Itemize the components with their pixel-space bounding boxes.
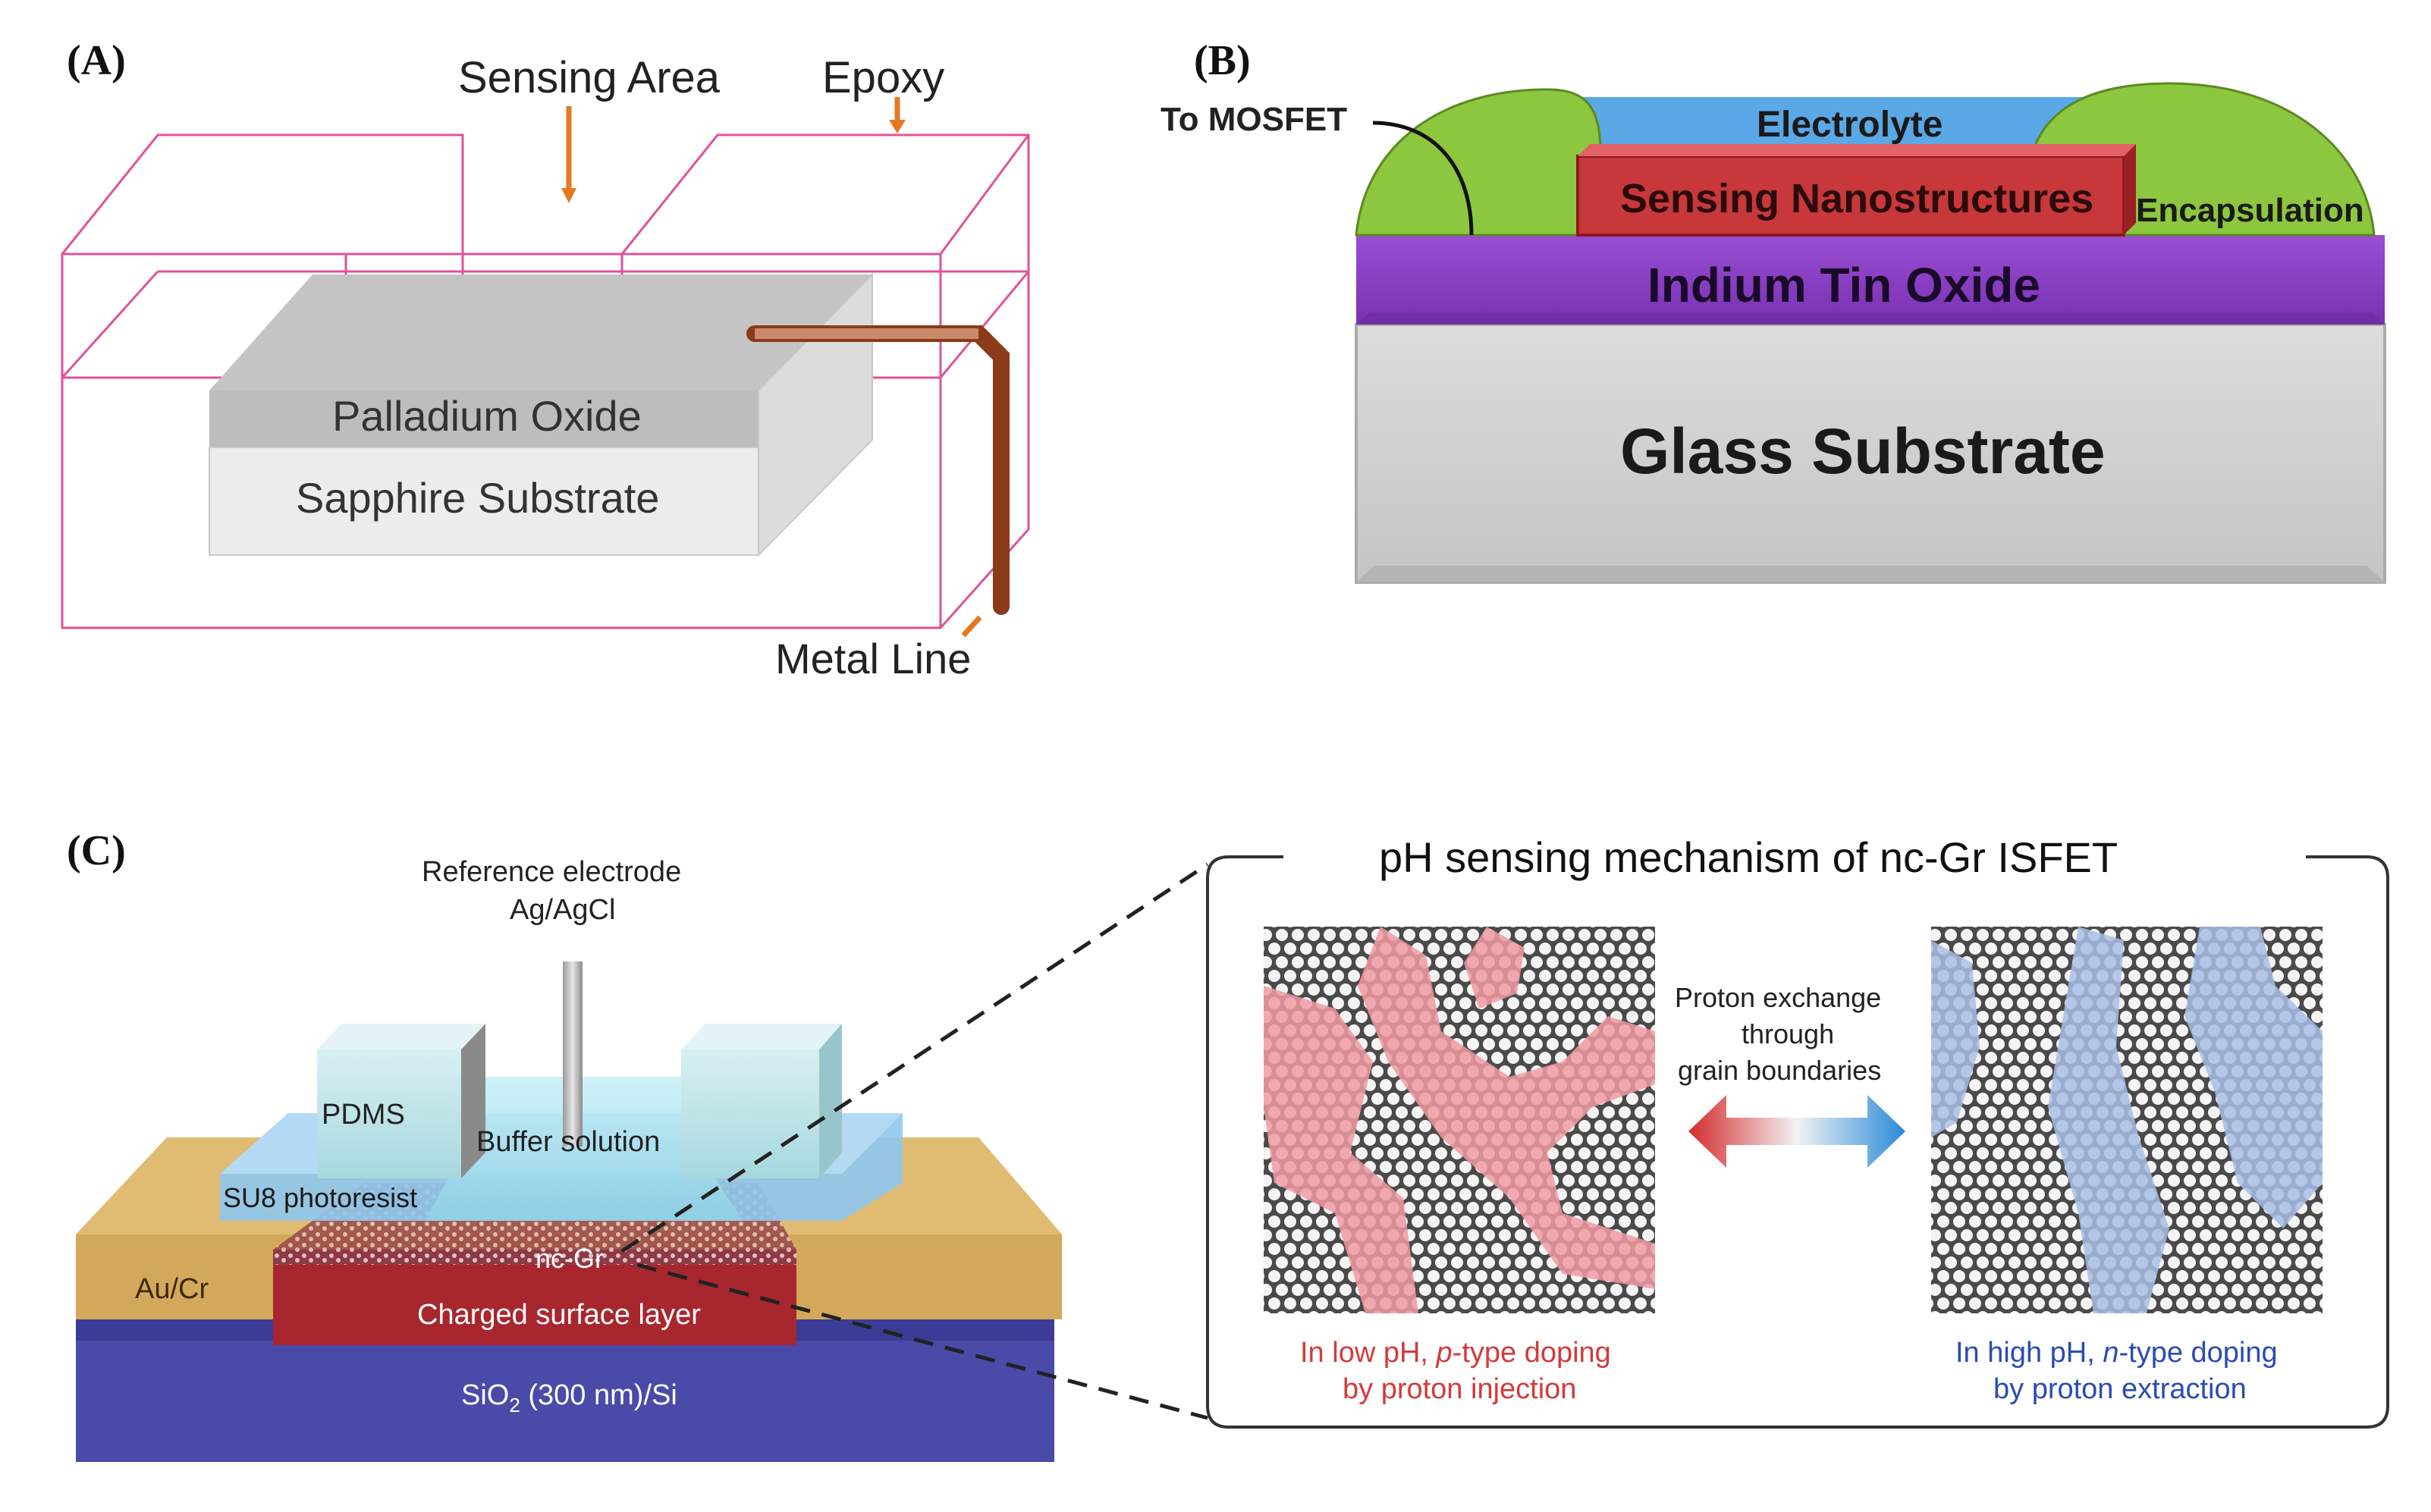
nc-gr-sheet [273, 1250, 796, 1265]
sio2-layer [76, 1341, 1054, 1462]
pdms-label: PDMS [322, 1099, 405, 1131]
encapsulation-left [1355, 88, 1602, 237]
proton-exchange-label-1: Proton exchange [1675, 982, 1881, 1013]
buffer-solution [425, 1077, 743, 1221]
zoom-lines [620, 862, 1209, 1420]
sensing-area-label: Sensing Area [458, 53, 721, 102]
panel-a-label: (A) [67, 37, 126, 84]
panel-b-label: (B) [1194, 37, 1251, 84]
electrolyte-label: Electrolyte [1757, 105, 1943, 145]
inset-frame [1206, 855, 2389, 1429]
panel-b: (B) To MOSFET Electrolyte Sensing Nanost… [1161, 37, 2386, 584]
palladium-oxide-label: Palladium Oxide [332, 392, 642, 440]
panel-c-label: (C) [67, 827, 126, 874]
substrate-side-face [758, 272, 873, 557]
glass-substrate-label: Glass Substrate [1620, 416, 2106, 487]
au-cr-label: Au/Cr [135, 1273, 209, 1305]
high-ph-lattice [1931, 927, 2323, 1313]
panel-a: (A) [61, 37, 1030, 682]
sapphire-substrate-label: Sapphire Substrate [296, 474, 659, 522]
pdms-left [317, 1024, 485, 1178]
panel-c: (C) Reference electrode Ag/AgCl [67, 827, 2389, 1462]
low-ph-caption-2: by proton injection [1343, 1373, 1576, 1405]
metal-line-arrow [961, 615, 982, 638]
palladium-oxide-layer [209, 391, 759, 447]
pdms-right [681, 1024, 842, 1178]
sapphire-substrate [209, 447, 759, 556]
sensing-nanostructures-label: Sensing Nanostructures [1620, 176, 2093, 221]
indium-tin-oxide-label: Indium Tin Oxide [1647, 258, 2040, 312]
to-mosfet-label: To MOSFET [1161, 101, 1347, 138]
proton-exchange-arrow [1688, 1095, 1905, 1168]
high-ph-caption-1: In high pH, n-type doping [1955, 1337, 2278, 1369]
reference-electrode [563, 961, 583, 1147]
inset-title: pH sensing mechanism of nc-Gr ISFET [1379, 833, 2118, 881]
high-ph-caption-2: by proton extraction [1993, 1373, 2247, 1405]
mosfet-wire [1372, 121, 1474, 236]
indium-tin-oxide-layer [1356, 235, 2385, 325]
charged-surface-layer [273, 1262, 796, 1345]
epoxy-label: Epoxy [822, 53, 944, 102]
charged-surface-layer-label: Charged surface layer [417, 1299, 701, 1331]
sio2-label: SiO2 (300 nm)/Si [461, 1379, 677, 1416]
palladium-oxide-top [209, 274, 872, 391]
reference-electrode-label-1: Reference electrode [422, 856, 681, 888]
buffer-solution-label: Buffer solution [476, 1126, 660, 1158]
glass-substrate [1356, 325, 2385, 582]
su8-label: SU8 photoresist [223, 1182, 417, 1213]
encapsulation-label: Encapsulation [2136, 192, 2364, 229]
sensing-area-arrow [561, 106, 576, 203]
proton-exchange-label-3: grain boundaries [1678, 1055, 1881, 1086]
low-ph-caption-1: In low pH, p-type doping [1300, 1337, 1611, 1369]
proton-exchange-label-2: through [1742, 1018, 1834, 1049]
epoxy-arrow [889, 97, 906, 133]
sensing-nanostructures [1576, 155, 2125, 237]
nc-gr-label: nc-Gr [536, 1243, 604, 1274]
low-ph-lattice [1264, 927, 1655, 1313]
metal-line-label: Metal Line [775, 635, 971, 682]
reference-electrode-label-2: Ag/AgCl [510, 894, 615, 926]
